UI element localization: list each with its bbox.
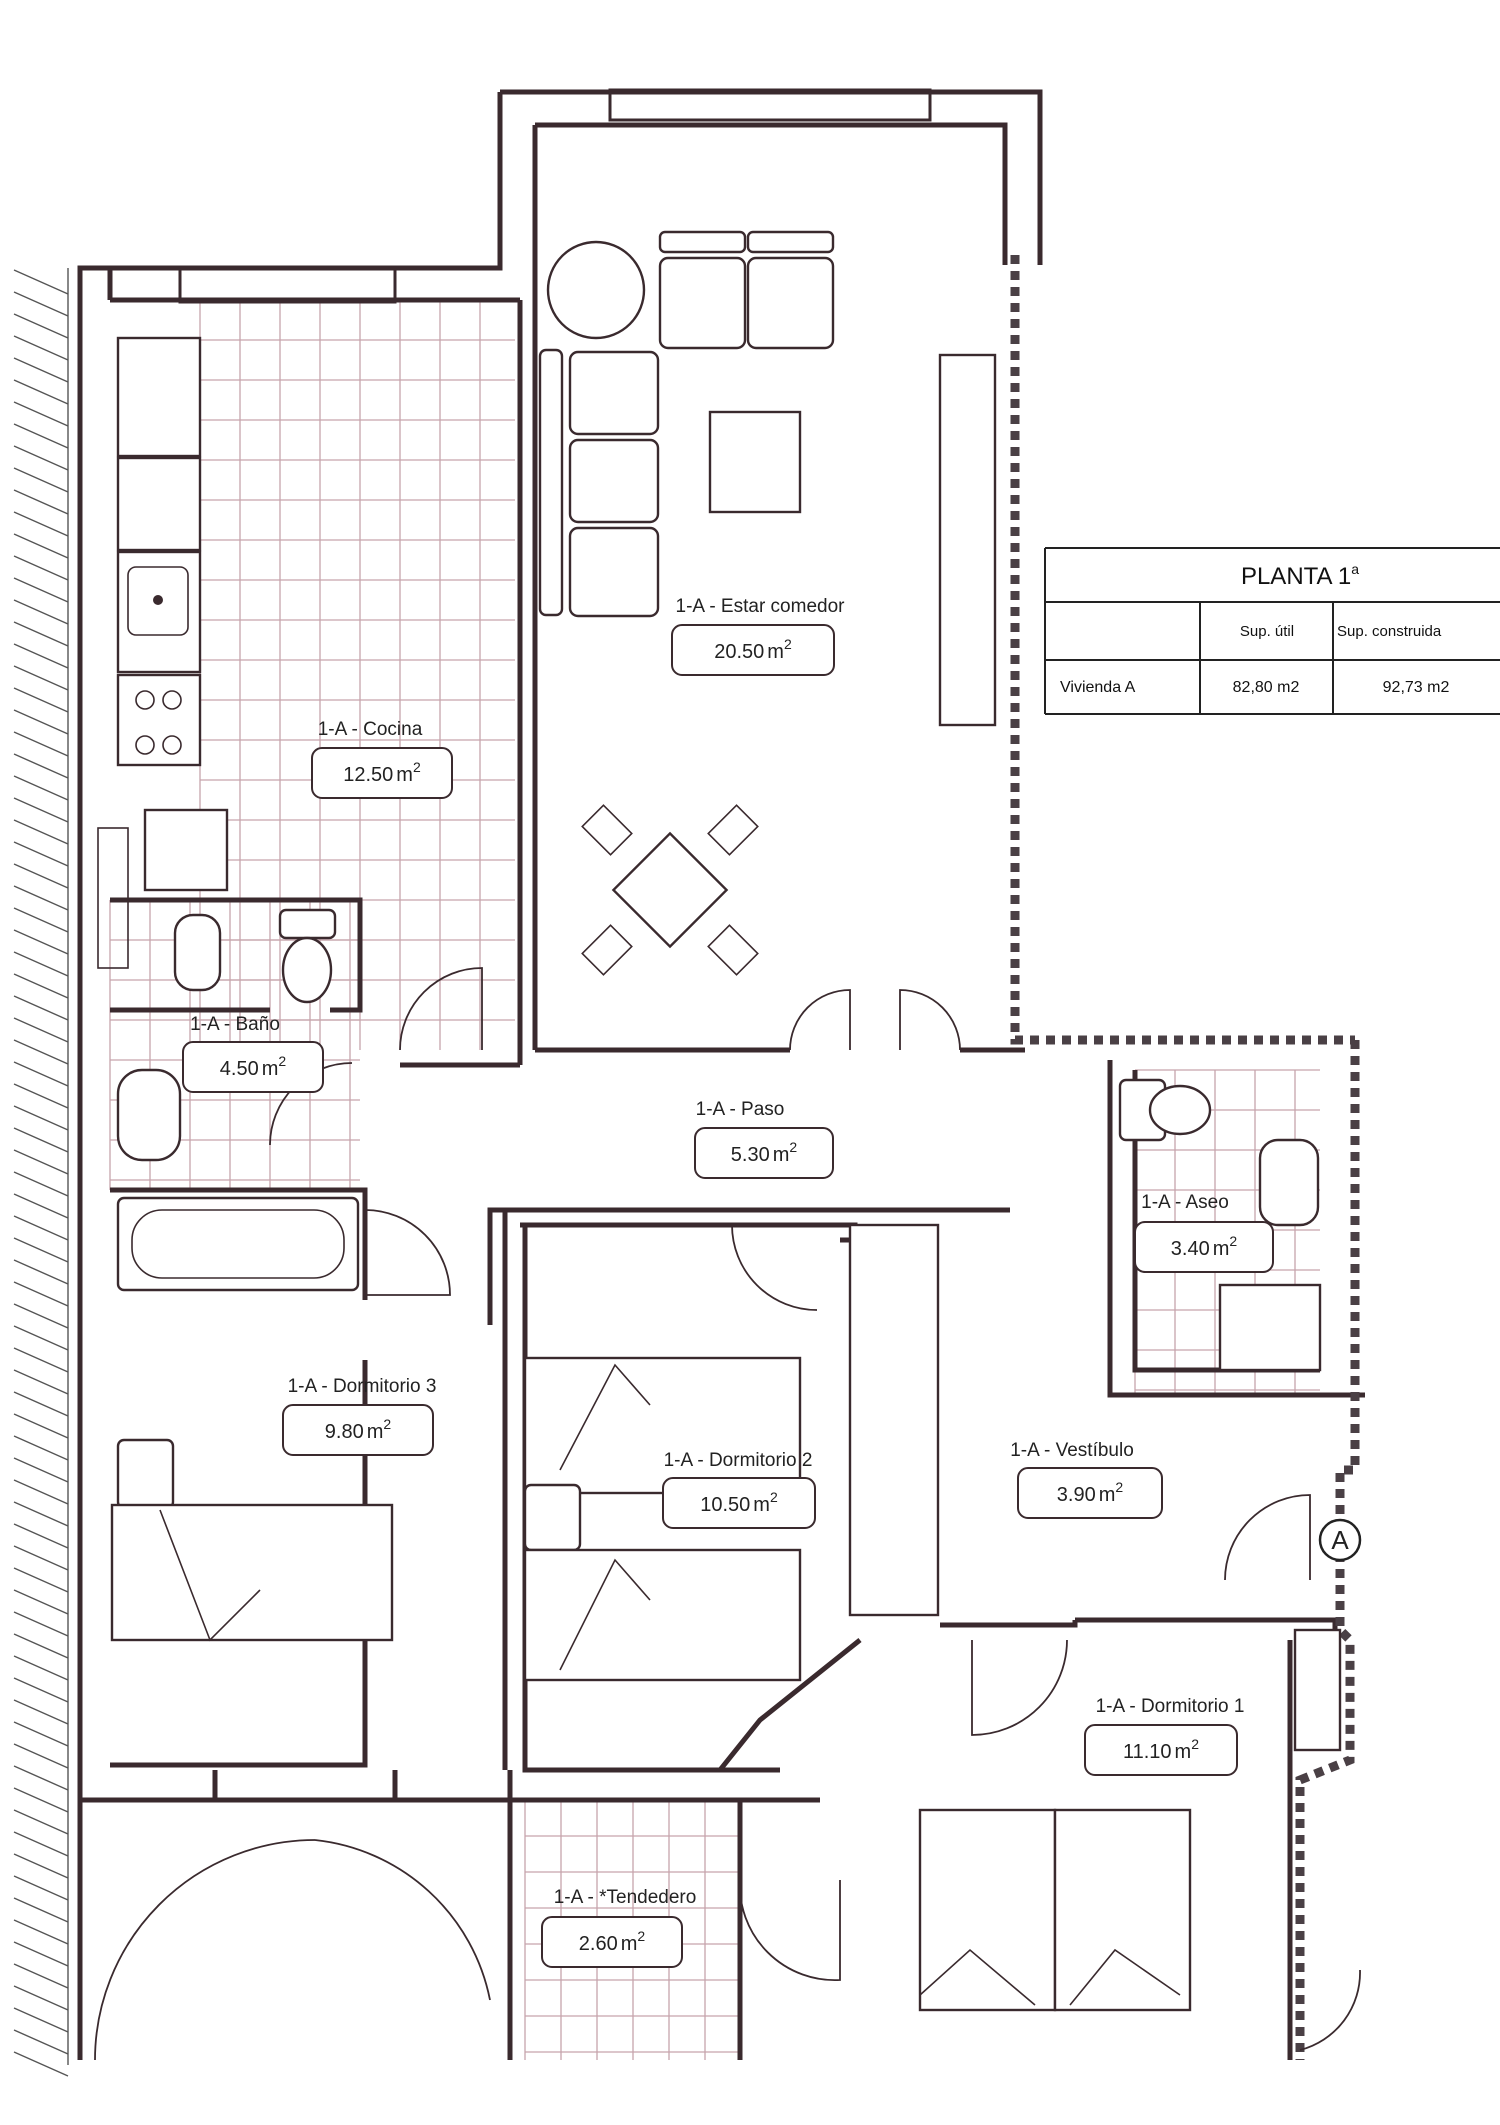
area-box <box>1134 1221 1274 1273</box>
living-furniture <box>538 230 997 976</box>
area-box <box>541 1916 683 1968</box>
row-util: 82,80 m2 <box>1233 679 1300 696</box>
entrance-marker-label: A <box>1331 1525 1349 1555</box>
room-name: 1-A - Baño <box>190 1014 280 1035</box>
room-name: 1-A - Dormitorio 3 <box>288 1376 437 1397</box>
room-name: 1-A - Estar comedor <box>676 596 846 617</box>
area-box <box>1017 1467 1163 1519</box>
area-box <box>282 1404 434 1456</box>
bed-icon <box>523 1356 802 1495</box>
table-title: PLANTA 1a <box>1241 561 1359 590</box>
room-name: 1-A - Vestíbulo <box>1010 1440 1134 1461</box>
coffee-table-icon <box>708 410 802 514</box>
area-box <box>662 1477 816 1529</box>
sink-icon <box>116 550 202 674</box>
exterior-dashed-walls <box>1010 255 1360 2060</box>
facade-hatch <box>13 268 69 2077</box>
bidet-icon <box>173 913 222 992</box>
dining-table-icon <box>581 804 759 976</box>
room-name: 1-A - *Tendedero <box>554 1887 697 1908</box>
row-construida: 92,73 m2 <box>1383 679 1450 696</box>
bedroom-furniture <box>110 1223 1342 2012</box>
bed-icon <box>110 1503 394 1642</box>
room-name: 1-A - Aseo <box>1141 1192 1229 1213</box>
bathroom-fixtures <box>116 908 1322 1372</box>
summary-table: PLANTA 1a Sup. útil Sup. construida Vivi… <box>1044 547 1500 716</box>
entrance-marker: A <box>1318 1518 1362 1562</box>
doors <box>94 967 1361 2061</box>
toilet-icon <box>278 908 337 940</box>
room-name: 1-A - Paso <box>696 1099 785 1120</box>
col-header-util: Sup. útil <box>1240 623 1294 640</box>
stove-icon <box>116 673 202 767</box>
area-box <box>311 747 453 799</box>
area-box <box>694 1127 834 1179</box>
round-table-icon <box>546 240 646 340</box>
kitchen-furniture <box>97 336 229 969</box>
washbasin-icon <box>116 1068 182 1162</box>
bathtub-icon <box>116 1196 360 1292</box>
room-name: 1-A - Dormitorio 2 <box>664 1450 813 1471</box>
row-label: Vivienda A <box>1060 679 1136 696</box>
area-box <box>671 624 835 676</box>
washbasin-icon <box>1258 1138 1320 1227</box>
area-box <box>1084 1724 1238 1776</box>
shower-icon <box>1218 1283 1322 1372</box>
room-name: 1-A - Dormitorio 1 <box>1096 1696 1245 1717</box>
room-name: 1-A - Cocina <box>318 719 423 740</box>
col-header-construida: Sup. construida <box>1337 623 1442 640</box>
bed-icon <box>523 1548 802 1682</box>
area-box <box>182 1041 324 1093</box>
